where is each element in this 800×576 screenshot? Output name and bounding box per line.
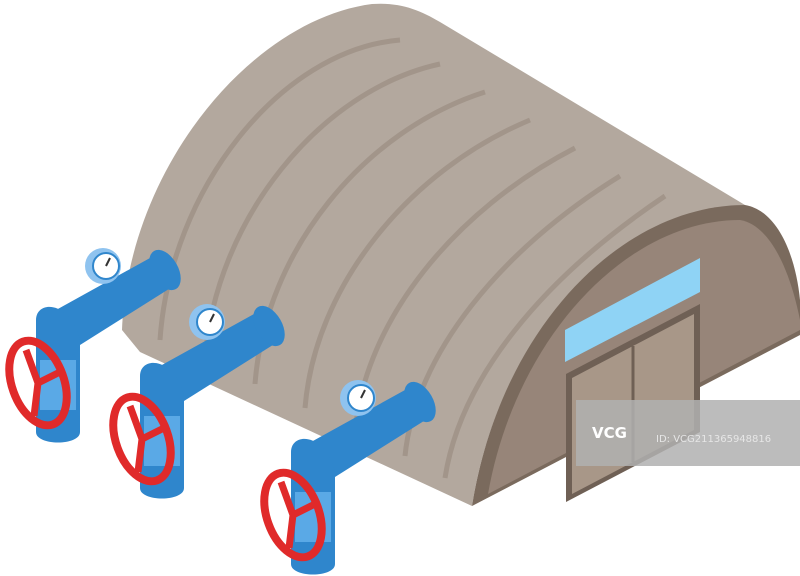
watermark-logo: VCG: [592, 424, 627, 442]
watermark-id: ID: VCG211365948816: [656, 434, 771, 445]
window: [565, 258, 700, 362]
hangar-roof: [122, 3, 745, 506]
watermark: VCG ID: VCG211365948816: [576, 400, 800, 466]
